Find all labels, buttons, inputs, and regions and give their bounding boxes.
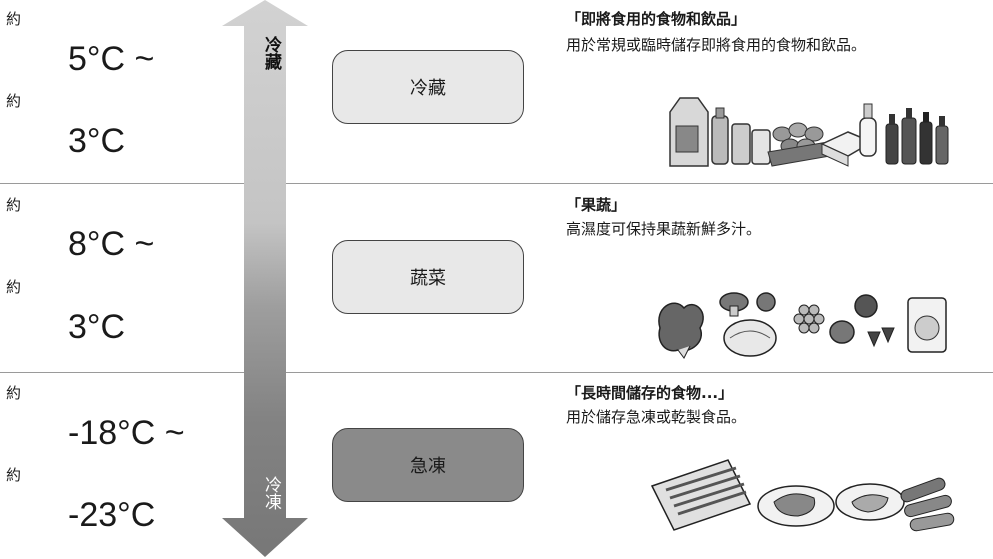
temp-low: 3°C [68, 308, 126, 346]
temperature-arrow [222, 0, 308, 557]
zone-box-vegetable: 蔬菜 [332, 240, 524, 314]
vegetables-fruits-illustration [658, 292, 947, 359]
section-divider [0, 183, 993, 184]
temp-high: 8°C ~ [68, 225, 155, 263]
arrow-label-freezer: 冷凍 [261, 476, 281, 510]
zone-box-fridge: 冷藏 [332, 50, 524, 124]
zone-description: 用於常規或臨時儲存即將食用的食物和飲品。 [566, 36, 867, 54]
zone-description: 高濕度可保持果蔬新鮮多汁。 [566, 220, 762, 238]
approx-label: 約 [6, 384, 22, 402]
arrow-label-fridge: 冷藏 [261, 36, 281, 70]
approx-label: 約 [6, 196, 22, 214]
zone-title: 「果蔬」 [566, 196, 627, 214]
temp-high: -18°C ~ [68, 414, 185, 452]
section-divider [0, 372, 993, 373]
zone-title: 「即將食用的食物和飲品」 [566, 10, 747, 28]
approx-label: 約 [6, 466, 22, 484]
temp-high: 5°C ~ [68, 40, 155, 78]
temp-low: -23°C [68, 496, 156, 534]
approx-label: 約 [6, 10, 22, 28]
zone-box-freezer: 急凍 [332, 428, 524, 502]
approx-label: 約 [6, 278, 22, 296]
zone-description: 用於儲存急凍或乾製食品。 [566, 408, 747, 426]
zone-title: 「長時間儲存的食物...」 [566, 384, 734, 402]
frozen-meats-sausages-illustration [650, 459, 955, 532]
temp-low: 3°C [68, 122, 126, 160]
approx-label: 約 [6, 92, 22, 110]
drinks-eggs-bottles-illustration [669, 97, 949, 167]
